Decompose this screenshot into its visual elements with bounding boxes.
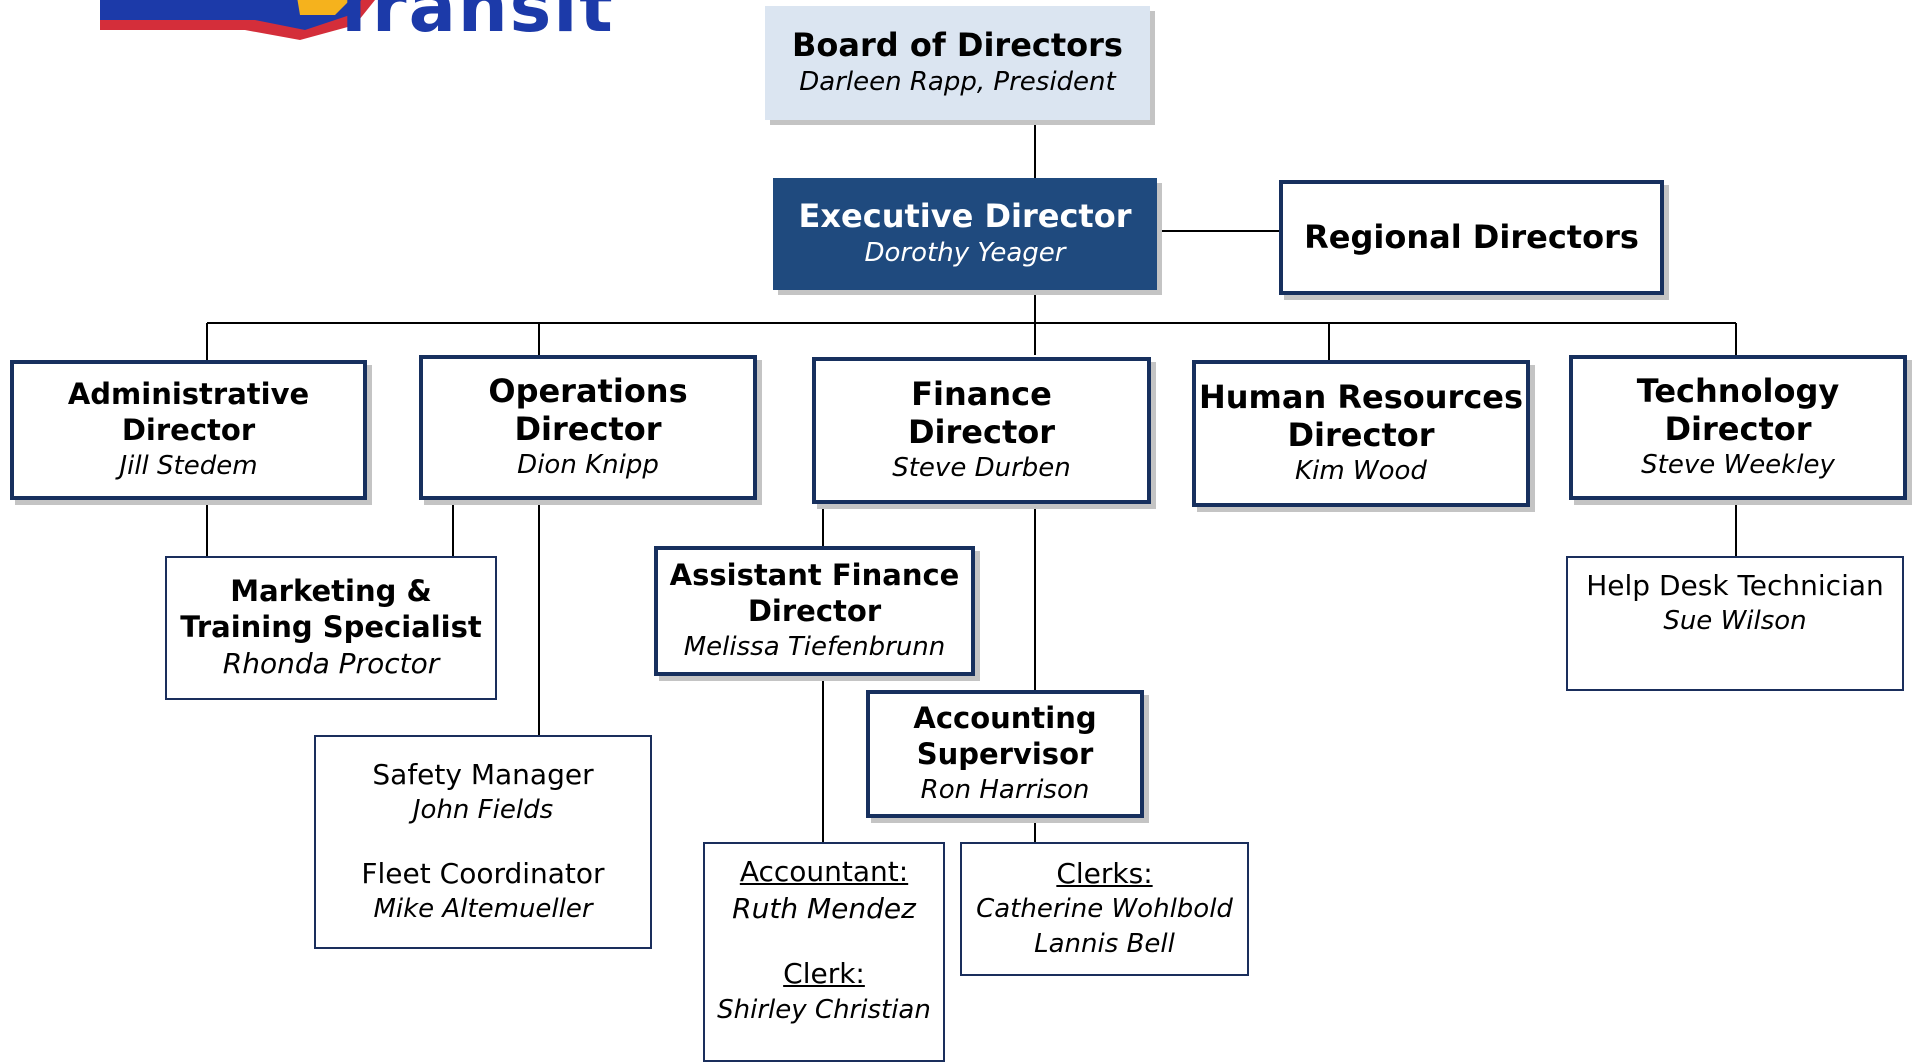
transit-logo [100,0,375,40]
accountant-clerk-box: Accountant: Ruth Mendez Clerk: Shirley C… [703,842,945,1062]
asst-finance-title-line2: Director [747,594,882,629]
marketing-title-line2: Training Specialist [180,610,482,645]
regional-directors-box: Regional Directors [1279,180,1664,295]
hr-title-line2: Director [1287,415,1435,454]
board-title: Board of Directors [792,26,1123,65]
asst-finance-title-line1: Assistant Finance [669,558,960,593]
finance-title-line2: Director [907,412,1056,451]
operations-title-line2: Director [514,409,662,448]
finance-name: Steve Durben [892,453,1071,484]
technology-title-line1: Technology [1636,371,1840,410]
executive-title: Executive Director [798,197,1132,236]
accounting-title-line1: Accounting [913,701,1097,736]
technology-name: Steve Weekley [1641,450,1835,481]
marketing-specialist-box: Marketing & Training Specialist Rhonda P… [165,556,497,700]
assistant-finance-director-box: Assistant Finance Director Melissa Tiefe… [654,546,975,676]
help-desk-name: Sue Wilson [1663,606,1807,637]
technology-title-line2: Director [1664,409,1812,448]
admin-title-line2: Director [121,413,256,448]
admin-name: Jill Stedem [119,450,258,481]
fleet-coordinator-title: Fleet Coordinator [361,857,605,890]
regional-title: Regional Directors [1304,218,1639,257]
asst-finance-name: Melissa Tiefenbrunn [683,631,946,662]
clerks-label: Clerks: [1056,856,1153,890]
safety-manager-title: Safety Manager [372,757,594,791]
admin-title-line1: Administrative [67,377,310,412]
accounting-name: Ron Harrison [920,774,1090,805]
accountant-label: Accountant: [739,855,909,888]
board-of-directors-box: Board of Directors Darleen Rapp, Preside… [765,6,1150,120]
operations-director-box: Operations Director Dion Knipp [419,355,757,500]
finance-director-box: Finance Director Steve Durben [812,357,1151,504]
accounting-supervisor-box: Accounting Supervisor Ron Harrison [866,690,1144,818]
technology-director-box: Technology Director Steve Weekley [1569,355,1907,500]
fleet-coordinator-name: Mike Altemueller [373,894,593,925]
clerks-name-2: Lannis Bell [1034,929,1175,960]
safety-manager-name: John Fields [412,794,554,825]
help-desk-title: Help Desk Technician [1586,569,1884,602]
safety-fleet-box: Safety Manager John Fields Fleet Coordin… [314,735,652,949]
clerks-box: Clerks: Catherine Wohlbold Lannis Bell [960,842,1249,976]
operations-name: Dion Knipp [517,450,659,481]
logo-wordmark: Transit [330,0,615,48]
hr-director-box: Human Resources Director Kim Wood [1192,360,1530,507]
hr-name: Kim Wood [1295,456,1427,487]
board-president-name: Darleen Rapp, President [799,66,1116,97]
marketing-name: Rhonda Proctor [222,647,440,681]
marketing-title-line1: Marketing & [230,573,432,608]
help-desk-box: Help Desk Technician Sue Wilson [1566,556,1904,691]
operations-title-line1: Operations [488,371,688,410]
accounting-title-line2: Supervisor [916,737,1094,772]
clerk-name: Shirley Christian [717,994,931,1025]
clerks-name-1: Catherine Wohlbold [976,894,1233,925]
administrative-director-box: Administrative Director Jill Stedem [10,360,367,500]
hr-title-line1: Human Resources [1198,377,1524,416]
accountant-name: Ruth Mendez [732,892,916,926]
clerk-label: Clerk: [783,957,865,991]
finance-title-line1: Finance [911,374,1052,413]
executive-director-box: Executive Director Dorothy Yeager [773,178,1157,290]
executive-name: Dorothy Yeager [864,237,1066,268]
